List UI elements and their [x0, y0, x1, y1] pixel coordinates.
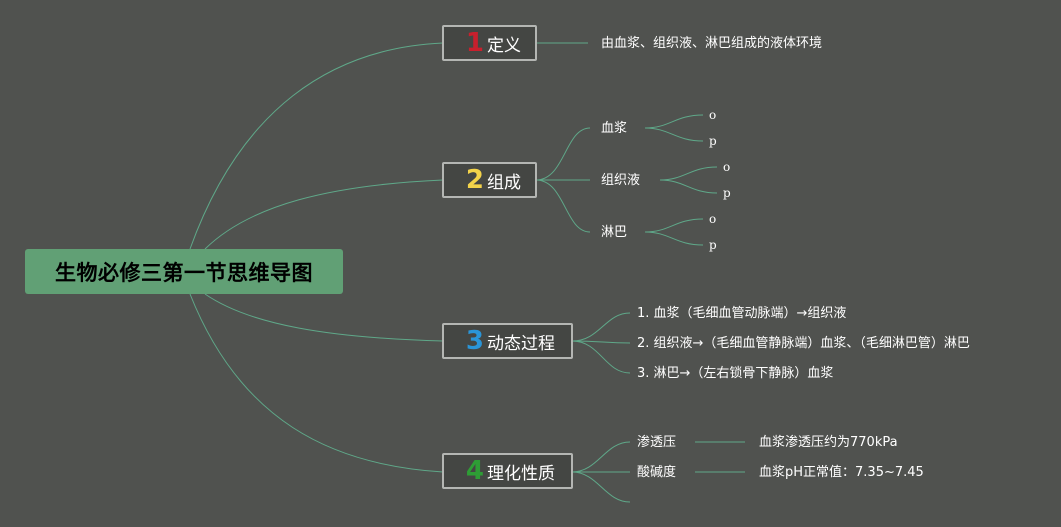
root-title: 生物必修三第一节思维导图 — [55, 260, 313, 285]
link-c3-o — [644, 218, 704, 233]
link-b3-p2 — [571, 340, 631, 344]
branch-dynamic-process[interactable]: 3 动态过程 — [442, 323, 573, 359]
link-b4-q3 — [571, 471, 631, 503]
ph-value[interactable]: 血浆pH正常值：7.35~7.45 — [759, 465, 924, 480]
link-c1-p — [644, 127, 704, 142]
branch-label: 动态过程 — [487, 333, 555, 354]
branch-label: 理化性质 — [487, 463, 555, 484]
property-ph[interactable]: 酸碱度 — [637, 465, 677, 480]
plasma-p[interactable]: p — [709, 134, 717, 148]
branch-physicochemical[interactable]: 4 理化性质 — [442, 453, 573, 489]
link-b4-q1 — [571, 441, 631, 473]
branch-label: 定义 — [487, 35, 521, 56]
branch-composition[interactable]: 2 组成 — [442, 162, 537, 198]
component-lymph[interactable]: 淋巴 — [601, 225, 628, 240]
number-2-icon: 2 — [465, 165, 484, 195]
number-1-icon: 1 — [465, 28, 484, 58]
number-3-icon: 3 — [465, 326, 484, 356]
lymph-p[interactable]: p — [709, 238, 717, 252]
process-item-3[interactable]: 3. 淋巴→（左右锁骨下静脉）血浆 — [637, 366, 834, 381]
link-b3-p1 — [571, 312, 631, 342]
branch-definition[interactable]: 1 定义 — [442, 25, 537, 61]
branch-label: 组成 — [487, 172, 521, 193]
link-root-b4 — [189, 293, 444, 473]
tissue-fluid-o[interactable]: o — [723, 160, 731, 174]
component-plasma[interactable]: 血浆 — [601, 121, 628, 136]
osmotic-pressure-value[interactable]: 血浆渗透压约为770kPa — [759, 435, 898, 450]
link-b2-c3 — [535, 179, 591, 233]
link-root-b2 — [204, 179, 444, 250]
lymph-o[interactable]: o — [709, 212, 717, 226]
link-b2-c1 — [535, 127, 591, 181]
link-root-b1 — [189, 42, 444, 250]
link-c2-p — [659, 179, 718, 194]
root-node[interactable]: 生物必修三第一节思维导图 — [25, 249, 343, 294]
link-root-b3 — [204, 293, 444, 342]
process-item-2[interactable]: 2. 组织液→（毛细血管静脉端）血浆、（毛细淋巴管）淋巴 — [637, 336, 970, 351]
link-c1-o — [644, 114, 704, 129]
tissue-fluid-p[interactable]: p — [723, 186, 731, 200]
link-b3-p3 — [571, 340, 631, 374]
link-c2-o — [659, 166, 718, 181]
process-item-1[interactable]: 1. 血浆（毛细血管动脉端）→组织液 — [637, 306, 847, 321]
definition-text[interactable]: 由血浆、组织液、淋巴组成的液体环境 — [601, 36, 823, 51]
component-tissue-fluid[interactable]: 组织液 — [601, 173, 641, 188]
link-c3-p — [644, 231, 704, 246]
number-4-icon: 4 — [465, 456, 484, 486]
plasma-o[interactable]: o — [709, 108, 717, 122]
property-osmotic-pressure[interactable]: 渗透压 — [637, 435, 677, 450]
